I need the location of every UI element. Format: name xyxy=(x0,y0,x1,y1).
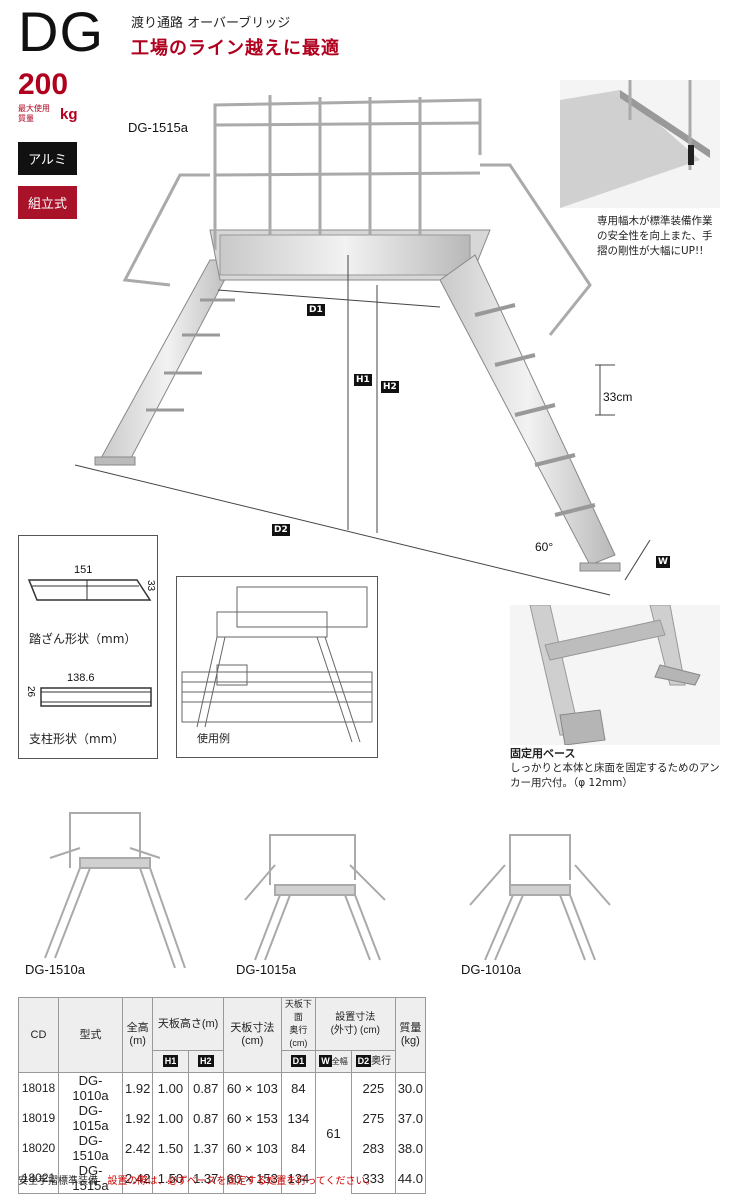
col-depth-under: 天板下面奥行(cm) xyxy=(280,997,316,1051)
section-detail-box: 151 33 踏ざん形状（mm） 138.6 26 支柱形状（mm） xyxy=(18,535,158,759)
tread-width-label: 151 xyxy=(74,564,93,576)
col-cd: CD xyxy=(18,997,59,1073)
max-load-label: 最大使用 質量 xyxy=(18,104,50,123)
dim-d1-tag: D1 xyxy=(307,304,325,316)
table-row: 18021 DG-1515a 2.42 1.50 1.37 60 × 153 1… xyxy=(18,1163,427,1194)
usage-example-caption: 使用例 xyxy=(197,732,230,745)
fixing-base-title: 固定用ベース xyxy=(510,747,576,760)
col-weight: 質量(kg) xyxy=(394,997,427,1073)
variant-label-1510a: DG-1510a xyxy=(25,962,85,977)
h1-header-tag: H1 xyxy=(162,1055,179,1067)
variant-1510a-drawing xyxy=(44,812,186,968)
fixing-base-caption: しっかりと本体と床面を固定するためのアンカー用穴付。（φ 12mm） xyxy=(510,762,720,789)
col-top-size: 天板寸法(cm) xyxy=(222,997,282,1073)
table-row: 18018 DG-1010a 1.92 1.00 0.87 60 × 103 8… xyxy=(18,1072,427,1194)
toe-board-caption: 専用幅木が標準装備作業の安全性を向上また、手摺の剛性が大幅にUP!! xyxy=(597,215,713,257)
dim-h1-tag: H1 xyxy=(354,374,372,386)
spec-table: CD 型式 全高(m) 天板高さ(m) 天板寸法(cm) 天板下面奥行(cm) … xyxy=(18,997,427,1194)
main-bridge-illustration xyxy=(74,95,651,596)
assembly-badge: 組立式 xyxy=(18,186,77,219)
table-row: 18019 DG-1015a 1.92 1.00 0.87 60 × 153 1… xyxy=(18,1103,427,1133)
post-caption: 支柱形状（mm） xyxy=(29,732,125,746)
col-top-height: 天板高さ(m) xyxy=(152,997,224,1051)
post-width-label: 138.6 xyxy=(67,672,95,684)
dim-h2-tag: H2 xyxy=(381,381,399,393)
col-install: 設置寸法(外寸) (cm) xyxy=(314,997,396,1051)
material-badge: アルミ xyxy=(18,142,77,175)
max-load-value: 200 xyxy=(18,68,69,101)
table-row: 18020 DG-1510a 2.42 1.50 1.37 60 × 103 8… xyxy=(18,1133,427,1163)
usage-example-box: 使用例 xyxy=(176,576,378,758)
post-height-label: 26 xyxy=(25,686,36,698)
col-total-height: 全高(m) xyxy=(121,997,154,1073)
product-headline: 工場のライン越えに最適 xyxy=(131,38,340,59)
variant-1010a-drawing xyxy=(469,834,611,961)
max-load-unit: kg xyxy=(60,106,78,123)
variant-1015a-drawing xyxy=(244,834,386,961)
h2-header-tag: H2 xyxy=(198,1055,214,1067)
variant-label-1010a: DG-1010a xyxy=(461,962,521,977)
fixing-base-photo xyxy=(510,604,720,746)
dim-w-tag: W xyxy=(656,556,670,568)
dim-d2-tag: D2 xyxy=(272,524,290,536)
variant-label-1015a: DG-1015a xyxy=(236,962,296,977)
product-code: DG xyxy=(18,0,104,63)
ladder-angle-label: 60° xyxy=(535,540,554,554)
d1-header-tag: D1 xyxy=(290,1055,307,1067)
step-pitch-label: 33cm xyxy=(603,390,633,404)
usage-example-drawing xyxy=(181,586,373,743)
toe-board-detail-photo xyxy=(560,80,720,208)
col-model: 型式 xyxy=(58,997,123,1073)
tread-profile-drawing xyxy=(27,579,152,601)
product-subtitle: 渡り通路 オーバーブリッジ xyxy=(131,16,291,31)
d2-header-tag: D2 xyxy=(355,1055,372,1067)
footnote: 安全手摺標準装備 設置の際は、必ずベースを固定する処置を行ってください。 xyxy=(18,1176,376,1187)
post-profile-drawing xyxy=(40,687,152,707)
tread-height-label: 33 xyxy=(145,580,156,592)
tread-caption: 踏ざん形状（mm） xyxy=(29,632,137,646)
w-merged-cell: 61 xyxy=(314,1072,353,1194)
w-header-tag: W xyxy=(319,1055,332,1067)
main-model-label: DG-1515a xyxy=(128,120,188,135)
